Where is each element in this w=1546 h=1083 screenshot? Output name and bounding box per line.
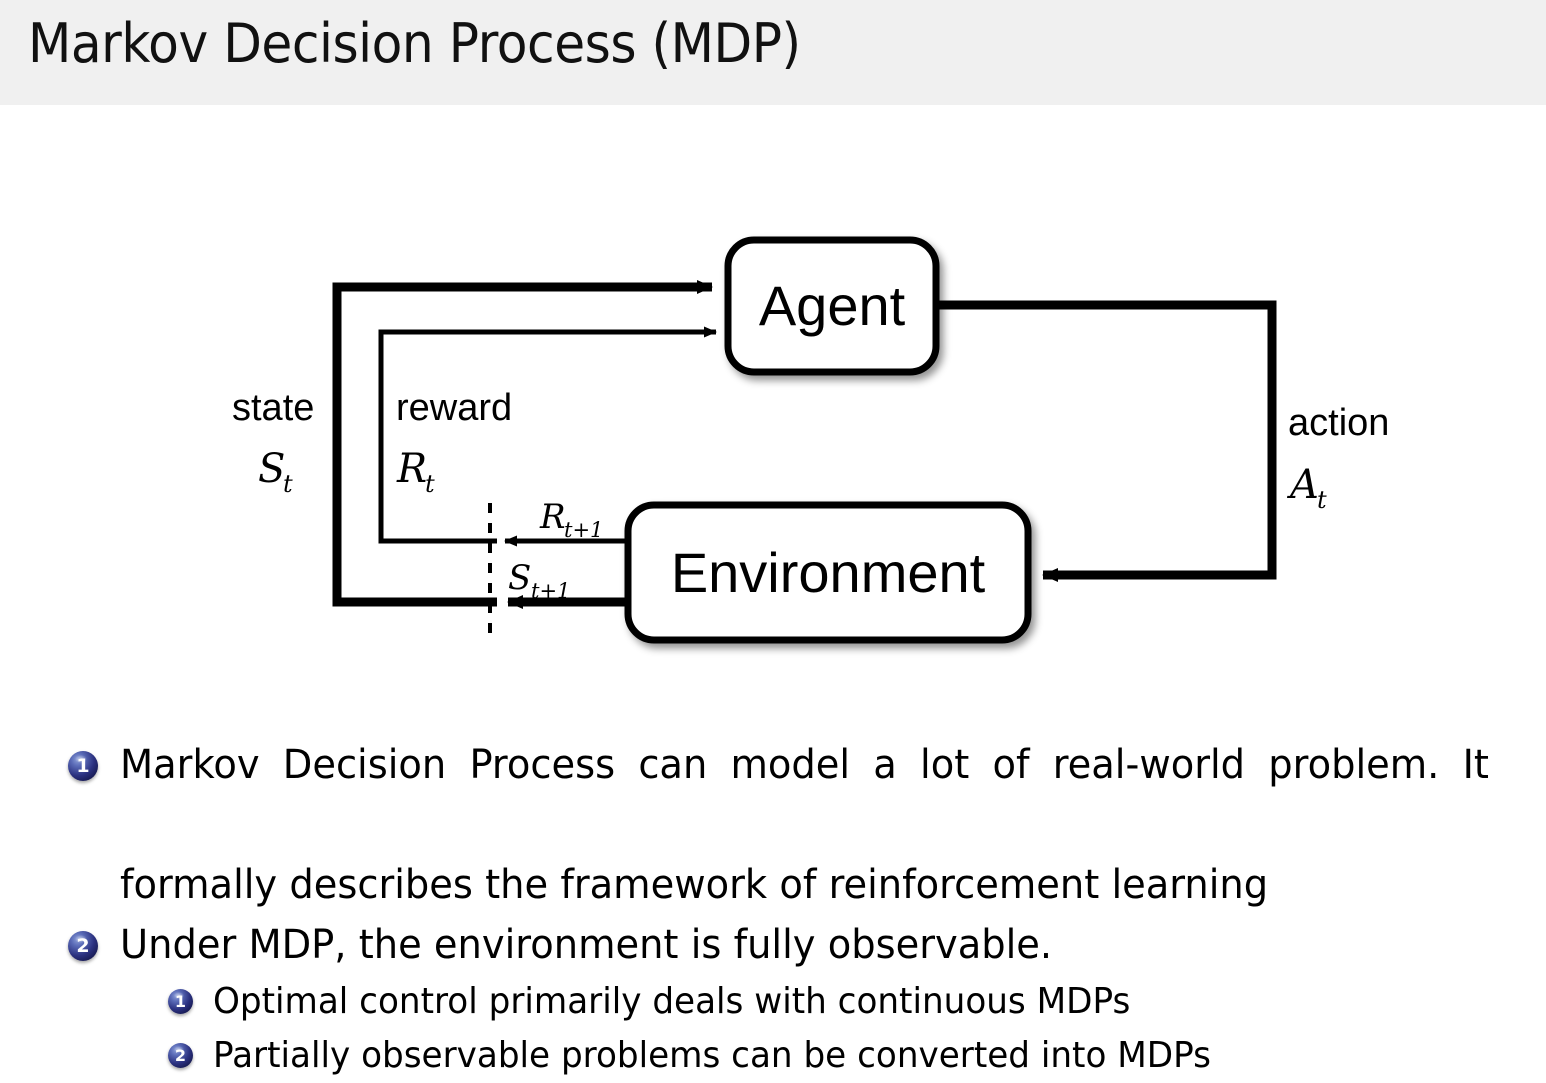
action-symbol-subscript: t (1317, 486, 1327, 514)
action-edge-path (936, 300, 1277, 582)
bullet-line: Under MDP, the environment is fully obse… (120, 922, 1053, 968)
bullet-line: formally describes the framework of rein… (120, 862, 1269, 908)
reward-label: reward (396, 387, 512, 429)
sub-bullet-text: Partially observable problems can be con… (213, 1035, 1211, 1076)
bullet-list: 1 Markov Decision Process can model a lo… (0, 735, 1546, 1083)
next-reward-label-group: R t+1 (539, 497, 603, 542)
sub-list-item: 1 Optimal control primarily deals with c… (168, 975, 1546, 1029)
state-edge (332, 280, 713, 607)
state-edge-path (332, 280, 713, 607)
state-label: state (232, 387, 314, 429)
environment-label: Environment (671, 541, 986, 604)
slide-header-band (0, 0, 1546, 105)
next-state-symbol-subscript: t+1 (531, 579, 570, 603)
next-reward-symbol: R (539, 497, 566, 537)
action-symbol: A (1286, 462, 1319, 508)
bullet-line: Markov Decision Process can model a lot … (120, 742, 1489, 788)
action-label: action (1288, 402, 1389, 444)
action-label-group: action A t (1286, 402, 1389, 514)
agent-node: Agent (724, 236, 940, 376)
reward-symbol: R (396, 446, 427, 492)
environment-box (624, 501, 1032, 644)
state-symbol: S (258, 446, 285, 492)
state-symbol-subscript: t (283, 470, 293, 498)
next-state-label-group: S t+1 (508, 558, 570, 603)
environment-node: Environment (624, 501, 1032, 644)
reward-edge-path (378, 326, 717, 544)
sub-bullet-marker-2: 2 (168, 1043, 193, 1068)
sub-list-item: 2 Partially observable problems can be c… (168, 1029, 1546, 1083)
mdp-agent-environment-diagram: Agent Environment state (0, 110, 1546, 730)
sub-bullet-marker-1: 1 (168, 989, 193, 1014)
agent-label: Agent (759, 274, 906, 337)
reward-symbol-subscript: t (425, 470, 435, 498)
reward-label-group: reward R t (396, 387, 512, 498)
bullet-text: Markov Decision Process can model a lot … (120, 735, 1489, 915)
list-item: 2 Under MDP, the environment is fully ob… (68, 915, 1546, 975)
bullet-marker-1: 1 (68, 751, 98, 781)
state-label-group: state S t (232, 387, 314, 498)
action-edge (936, 300, 1277, 582)
next-state-symbol: S (508, 558, 531, 598)
page-title: Markov Decision Process (MDP) (28, 12, 801, 75)
next-reward-symbol-subscript: t+1 (564, 518, 603, 542)
bullet-marker-2: 2 (68, 931, 98, 961)
reward-edge (378, 326, 717, 544)
list-item: 1 Markov Decision Process can model a lo… (68, 735, 1546, 915)
sub-bullet-text: Optimal control primarily deals with con… (213, 981, 1131, 1022)
bullet-text: Under MDP, the environment is fully obse… (120, 915, 1489, 975)
